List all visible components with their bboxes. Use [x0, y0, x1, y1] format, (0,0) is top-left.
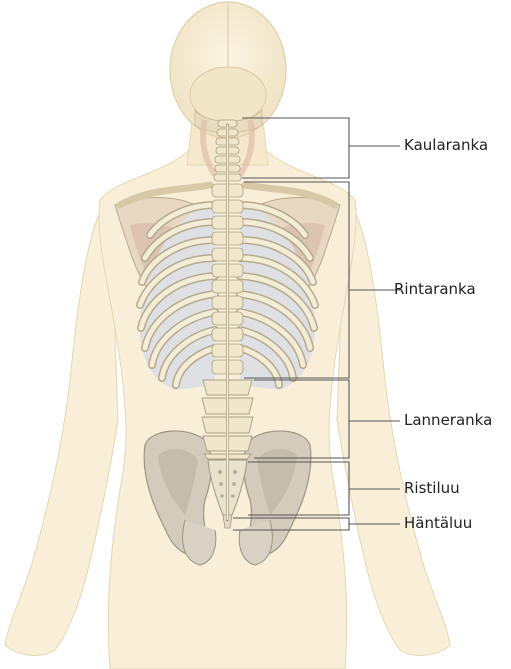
left-arm	[5, 195, 118, 655]
skull-base	[190, 67, 266, 123]
label-coccyx: Häntäluu	[404, 514, 472, 532]
label-lumbar: Lanneranka	[404, 411, 492, 429]
label-sacrum: Ristiluu	[404, 479, 460, 497]
label-thoracic: Rintaranka	[394, 280, 476, 298]
label-cervical: Kaularanka	[404, 136, 488, 154]
